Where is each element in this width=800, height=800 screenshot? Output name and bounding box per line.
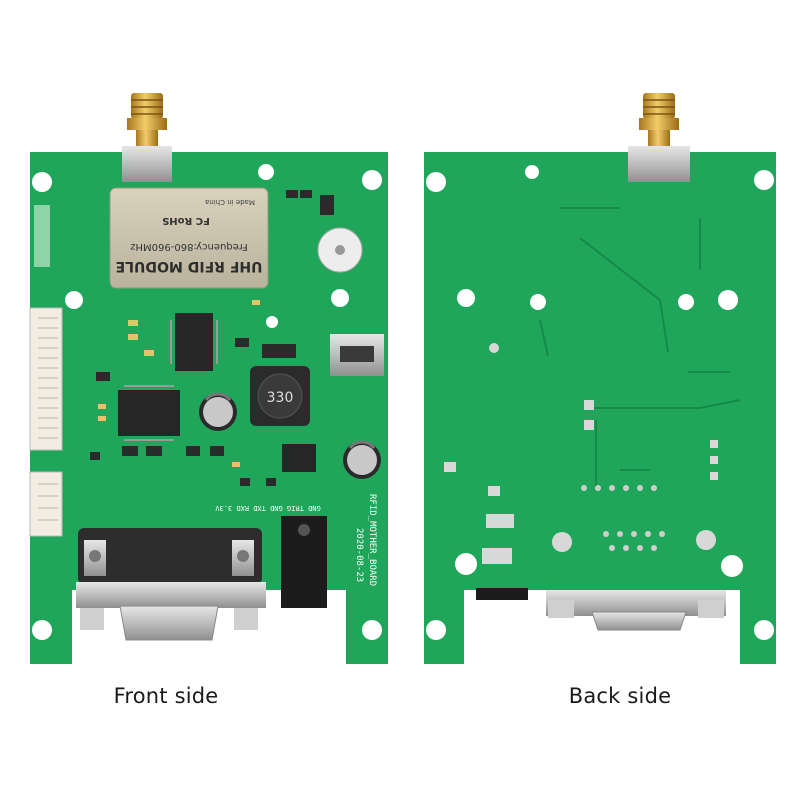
pcb-traces <box>539 207 741 488</box>
db9-serial-port <box>546 590 726 631</box>
inductor-marking: 330 <box>267 390 294 406</box>
sma-antenna-connector <box>628 93 690 182</box>
db9-serial-port <box>76 528 266 641</box>
smd-resistors <box>98 300 260 467</box>
db9-through-hole-pins <box>603 531 665 551</box>
front-board: UHF RFID MODULE Frequency:860-960MHz Mad… <box>29 93 388 664</box>
flex-connector-pads <box>34 205 50 267</box>
side-connector-j6 <box>29 471 63 537</box>
module-label-2: Frequency:860-960MHz <box>130 241 247 252</box>
electrolytic-capacitor <box>343 440 381 479</box>
side-connector-j1 <box>29 307 63 451</box>
front-side-caption: Front side <box>113 684 219 708</box>
board-date-silkscreen: 2020-08-23 <box>354 528 364 582</box>
solder-pads <box>444 343 718 564</box>
ic-pins <box>124 320 218 441</box>
ic-chip <box>282 444 316 472</box>
module-label-3: Made in China <box>205 198 255 206</box>
uhf-rfid-module: UHF RFID MODULE Frequency:860-960MHz Mad… <box>109 187 269 289</box>
electrolytic-capacitor <box>199 392 237 431</box>
board-name-silkscreen: RFID_MOTHER_BOARD <box>367 494 377 586</box>
back-side-caption: Back side <box>568 684 672 708</box>
ic-chip <box>118 390 180 436</box>
sma-antenna-connector <box>122 93 172 182</box>
usb-connector <box>330 334 384 376</box>
power-inductor: 330 <box>250 366 310 426</box>
module-certification-marks: FC RoHS <box>162 215 210 226</box>
dc-jack-underside <box>476 588 528 600</box>
header-pins <box>581 485 657 491</box>
ic-chip <box>175 313 213 371</box>
module-label-1: UHF RFID MODULE <box>116 258 263 274</box>
pin-labels-silkscreen: GND TRIG GND TXD RXD 3.3V <box>215 504 321 512</box>
back-board <box>424 93 776 664</box>
smd-components <box>90 190 334 486</box>
mounting-holes <box>32 164 382 640</box>
mounting-holes <box>426 165 774 640</box>
